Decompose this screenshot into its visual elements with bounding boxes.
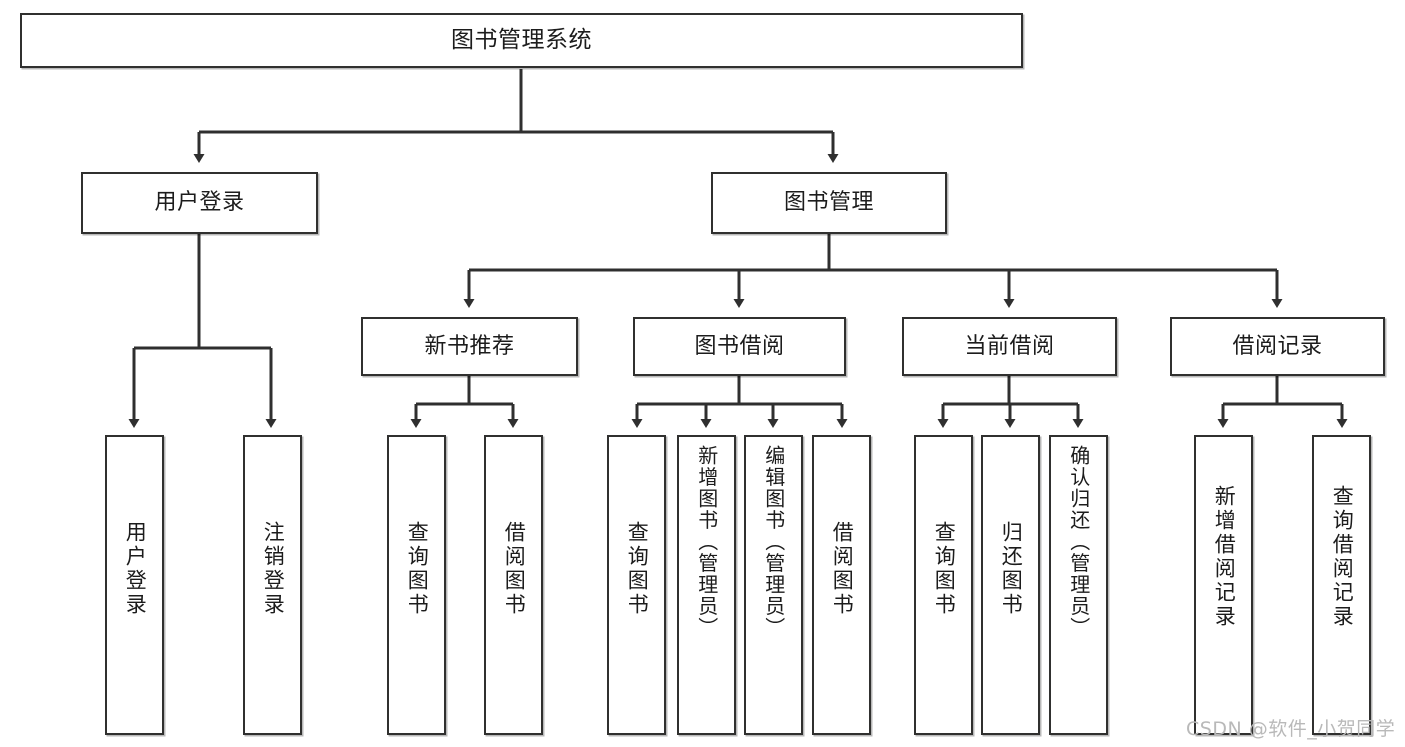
node-leaf-query-book-2[interactable]: 查询图书	[607, 435, 666, 735]
node-leaf-return-book[interactable]: 归还图书	[981, 435, 1040, 735]
node-new-book-recommend[interactable]: 新书推荐	[361, 317, 578, 376]
node-leaf-add-borrow-record[interactable]: 新增借阅记录	[1194, 435, 1253, 735]
node-label: 查询图书	[932, 521, 957, 617]
node-label: 新增借阅记录	[1212, 485, 1237, 629]
node-label: 查询图书	[625, 521, 650, 617]
node-label: 确认归还（管理员）	[1066, 445, 1091, 639]
node-book-borrow[interactable]: 图书借阅	[633, 317, 846, 376]
node-root[interactable]: 图书管理系统	[20, 13, 1023, 68]
csdn-watermark: CSDN @软件_小贺同学	[1186, 718, 1396, 740]
node-user-login[interactable]: 用户登录	[81, 172, 318, 234]
node-book-management[interactable]: 图书管理	[711, 172, 947, 234]
node-leaf-query-book-3[interactable]: 查询图书	[914, 435, 973, 735]
node-label: 借阅记录	[1232, 333, 1323, 359]
node-leaf-query-borrow-record[interactable]: 查询借阅记录	[1312, 435, 1371, 735]
node-label: 借阅图书	[502, 521, 527, 617]
node-leaf-edit-book-admin[interactable]: 编辑图书（管理员）	[744, 435, 803, 735]
node-label: 当前借阅	[964, 333, 1055, 359]
node-label: 图书借阅	[694, 333, 785, 359]
node-leaf-user-login[interactable]: 用户登录	[105, 435, 164, 735]
node-label: 用户登录	[154, 190, 245, 216]
node-label: 图书管理系统	[451, 27, 592, 54]
node-label: 归还图书	[999, 521, 1024, 617]
node-label: 借阅图书	[830, 521, 855, 617]
node-borrow-records[interactable]: 借阅记录	[1170, 317, 1385, 376]
node-label: 图书管理	[783, 190, 874, 216]
node-leaf-confirm-return-admin[interactable]: 确认归还（管理员）	[1049, 435, 1108, 735]
node-leaf-logout[interactable]: 注销登录	[243, 435, 302, 735]
node-label: 编辑图书（管理员）	[761, 445, 786, 639]
node-label: 新增图书（管理员）	[694, 445, 719, 639]
node-leaf-borrow-book-2[interactable]: 借阅图书	[812, 435, 871, 735]
node-leaf-query-book-1[interactable]: 查询图书	[387, 435, 446, 735]
node-current-borrow[interactable]: 当前借阅	[902, 317, 1117, 376]
node-label: 查询图书	[405, 521, 430, 617]
node-leaf-add-book-admin[interactable]: 新增图书（管理员）	[677, 435, 736, 735]
node-label: 查询借阅记录	[1330, 485, 1355, 629]
node-label: 用户登录	[123, 521, 148, 617]
node-label: 新书推荐	[424, 333, 515, 359]
node-leaf-borrow-book-1[interactable]: 借阅图书	[484, 435, 543, 735]
node-label: 注销登录	[261, 521, 286, 617]
